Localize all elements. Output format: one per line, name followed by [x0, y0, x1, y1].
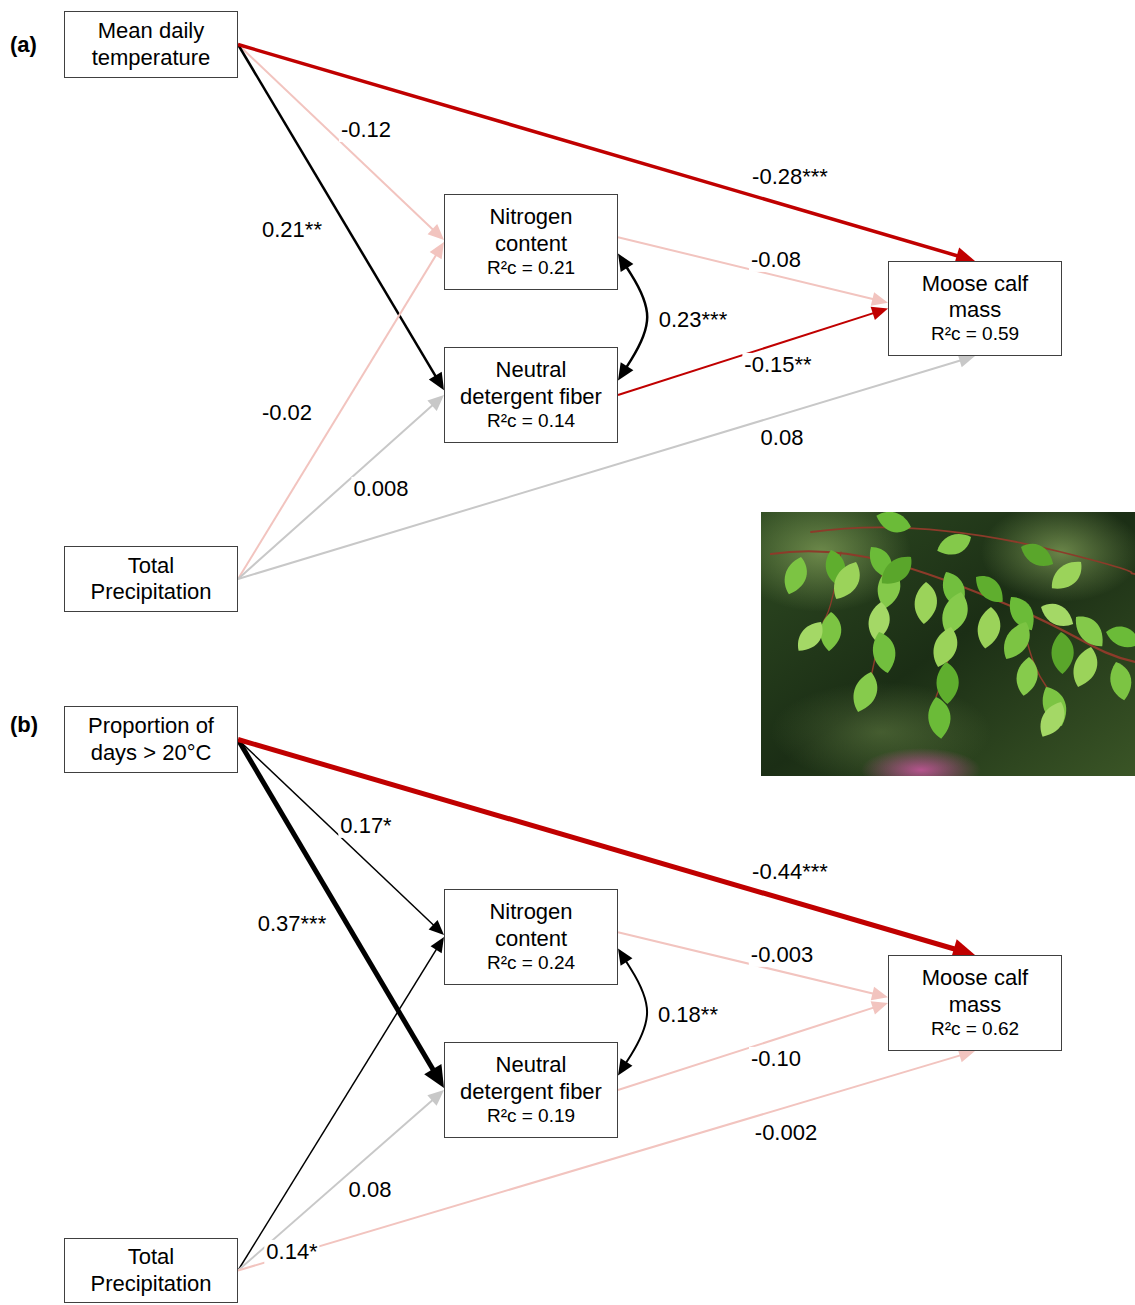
- arrowhead: [618, 1058, 632, 1075]
- path-arrow: [618, 1001, 888, 1090]
- arrowhead: [429, 920, 444, 935]
- path-coefficient: -0.28***: [750, 165, 830, 189]
- r-squared-value: R²c = 0.24: [487, 952, 575, 975]
- path-arrow: [618, 949, 647, 1076]
- variable-name: Neutral detergent fiber: [453, 357, 609, 410]
- arrowhead: [618, 254, 633, 272]
- path-coefficient: 0.21**: [260, 218, 324, 242]
- variable-name: Total Precipitation: [73, 1244, 229, 1297]
- variable-box: Total Precipitation: [64, 1238, 238, 1303]
- connector-line: [238, 254, 437, 579]
- variable-box: Nitrogen contentR²c = 0.21: [444, 194, 618, 290]
- arrowhead: [428, 224, 444, 240]
- r-squared-value: R²c = 0.19: [487, 1105, 575, 1128]
- path-coefficient: -0.10: [749, 1047, 803, 1071]
- path-coefficient: -0.02: [260, 401, 314, 425]
- path-coefficient: 0.14*: [264, 1240, 319, 1264]
- r-squared-value: R²c = 0.21: [487, 257, 575, 280]
- path-coefficient: -0.12: [339, 118, 393, 142]
- variable-box: Nitrogen contentR²c = 0.24: [444, 889, 618, 985]
- variable-name: Mean daily temperature: [73, 18, 229, 71]
- variable-box: Total Precipitation: [64, 546, 238, 612]
- variable-name: Neutral detergent fiber: [453, 1052, 609, 1105]
- variable-box: Neutral detergent fiberR²c = 0.14: [444, 347, 618, 443]
- arrowhead: [871, 987, 888, 1001]
- path-coefficient: -0.15**: [742, 353, 813, 377]
- path-arrow: [238, 242, 444, 579]
- birch-photo: [761, 512, 1135, 776]
- arrowhead: [430, 242, 444, 259]
- path-arrow: [238, 1090, 444, 1271]
- path-arrow: [618, 932, 888, 1000]
- path-coefficient: 0.18**: [656, 1003, 720, 1027]
- variable-name: Nitrogen content: [453, 899, 609, 952]
- path-coefficient: 0.17*: [338, 814, 393, 838]
- path-arrow: [618, 307, 888, 395]
- r-squared-value: R²c = 0.62: [931, 1018, 1019, 1041]
- arrowhead: [618, 362, 633, 380]
- arrowhead: [431, 937, 444, 953]
- path-arrow: [618, 237, 888, 306]
- variable-name: Moose calf mass: [897, 271, 1053, 324]
- path-coefficient: 0.08: [759, 426, 806, 450]
- panel-label: (b): [10, 713, 38, 737]
- arrowhead: [618, 949, 632, 966]
- arrowhead: [427, 395, 444, 411]
- path-arrow: [238, 395, 444, 579]
- connector-line: [618, 237, 875, 299]
- path-coefficient: -0.44***: [750, 860, 830, 884]
- arrowhead: [424, 1064, 444, 1088]
- arrowhead: [427, 1090, 444, 1106]
- variable-box: Neutral detergent fiberR²c = 0.19: [444, 1042, 618, 1138]
- variable-name: Proportion of days > 20°C: [73, 713, 229, 766]
- variable-name: Moose calf mass: [897, 965, 1053, 1018]
- connector-line: [238, 948, 437, 1271]
- path-coefficient: -0.003: [749, 943, 815, 967]
- path-coefficient: -0.08: [749, 248, 803, 272]
- path-coefficient: 0.37***: [256, 912, 329, 936]
- path-arrow: [238, 937, 444, 1271]
- path-coefficient: 0.08: [347, 1178, 394, 1202]
- connector-line: [238, 1099, 434, 1271]
- arrowhead: [871, 1001, 888, 1014]
- path-coefficient: -0.002: [753, 1121, 819, 1145]
- arrowhead: [429, 372, 444, 390]
- r-squared-value: R²c = 0.59: [931, 323, 1019, 346]
- variable-box: Moose calf massR²c = 0.59: [888, 261, 1062, 356]
- connector-line: [626, 266, 648, 369]
- variable-name: Total Precipitation: [73, 553, 229, 606]
- path-coefficient: 0.23***: [657, 308, 730, 332]
- variable-box: Proportion of days > 20°C: [64, 706, 238, 773]
- variable-name: Nitrogen content: [453, 204, 609, 257]
- connector-line: [618, 932, 875, 994]
- path-arrow: [618, 254, 647, 381]
- variable-box: Moose calf massR²c = 0.62: [888, 955, 1062, 1051]
- arrowhead: [871, 307, 888, 320]
- panel-label: (a): [10, 33, 37, 57]
- variable-box: Mean daily temperature: [64, 11, 238, 78]
- connector-line: [238, 404, 434, 579]
- r-squared-value: R²c = 0.14: [487, 410, 575, 433]
- arrowhead: [871, 292, 888, 306]
- path-coefficient: 0.008: [351, 477, 410, 501]
- connector-line: [625, 960, 647, 1064]
